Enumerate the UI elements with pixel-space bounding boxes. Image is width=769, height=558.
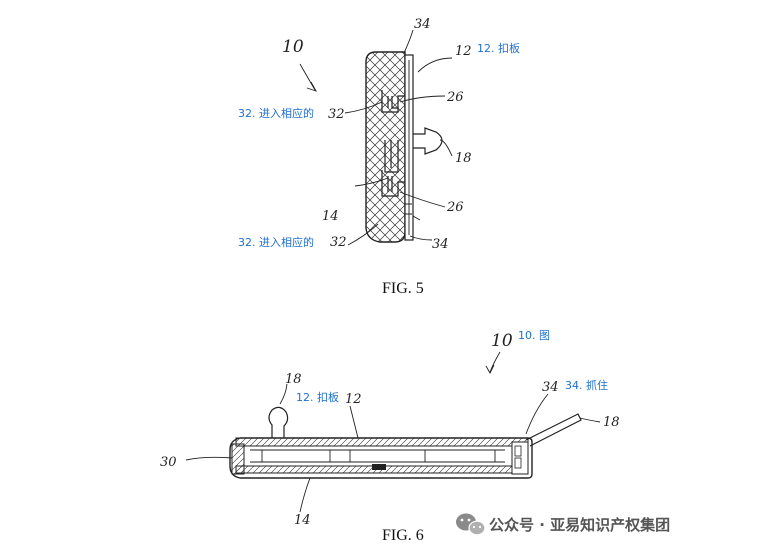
- fig5-ref-recess-top: 32: [328, 107, 345, 122]
- fig6-grip-tab: [525, 413, 582, 447]
- annotation-plate: 12. 扣板: [477, 41, 520, 55]
- fig5-stud: [413, 127, 443, 155]
- fig5-ref-base: 14: [322, 209, 339, 224]
- fig6-caption: FIG. 6: [382, 527, 424, 544]
- figure-5: 34 12 10 26 32 18 14 26 32 34 12. 扣板 32.…: [238, 17, 520, 297]
- watermark-text: 公众号 · 亚易知识产权集团: [489, 516, 670, 534]
- fig6-ref-tab: 18: [603, 415, 620, 430]
- fig6-end-left: [231, 443, 245, 475]
- fig5-clip-bottom: [381, 170, 405, 197]
- fig5-ref-assembly: 10: [282, 37, 304, 57]
- figure-6: 10 18 12 30 14 34 18 10. 图 12. 扣板 34. 抓住…: [160, 329, 620, 544]
- fig6-ref-plate: 12: [345, 392, 362, 407]
- watermark: 公众号 · 亚易知识产权集团: [456, 513, 670, 536]
- annotation-fig6-plate: 12. 扣板: [296, 390, 339, 404]
- fig5-ref-grip-bottom: 34: [432, 237, 449, 252]
- annotation-grip: 34. 抓住: [565, 378, 608, 392]
- fig5-clip-top: [381, 90, 405, 113]
- fig6-ref-grip: 34: [542, 380, 559, 395]
- fig6-ref-stud: 18: [285, 372, 302, 387]
- annotation-recess-top: 32. 进入相应的: [238, 106, 314, 120]
- fig6-compartments: [250, 449, 505, 470]
- fig5-channel: [384, 140, 399, 173]
- fig6-ref-assembly: 10: [491, 331, 513, 351]
- fig5-caption: FIG. 5: [382, 280, 424, 297]
- fig5-ref-plate: 12: [455, 44, 472, 59]
- fig5-ref-clip-bottom: 26: [446, 200, 464, 215]
- fig6-stud: [268, 406, 289, 438]
- fig6-ref-base: 14: [294, 513, 311, 528]
- fig5-ref-grip-top: 34: [414, 17, 431, 32]
- fig5-ref-stud: 18: [455, 151, 472, 166]
- fig5-ref-recess-bottom: 32: [330, 235, 347, 250]
- annotation-fig6-title: 10. 图: [518, 329, 550, 342]
- fig6-ref-end: 30: [160, 455, 177, 470]
- wechat-icon: [456, 513, 486, 536]
- fig6-plate: [235, 437, 529, 447]
- annotation-recess-bottom: 32. 进入相应的: [238, 235, 314, 249]
- fig5-ref-clip-top: 26: [446, 90, 464, 105]
